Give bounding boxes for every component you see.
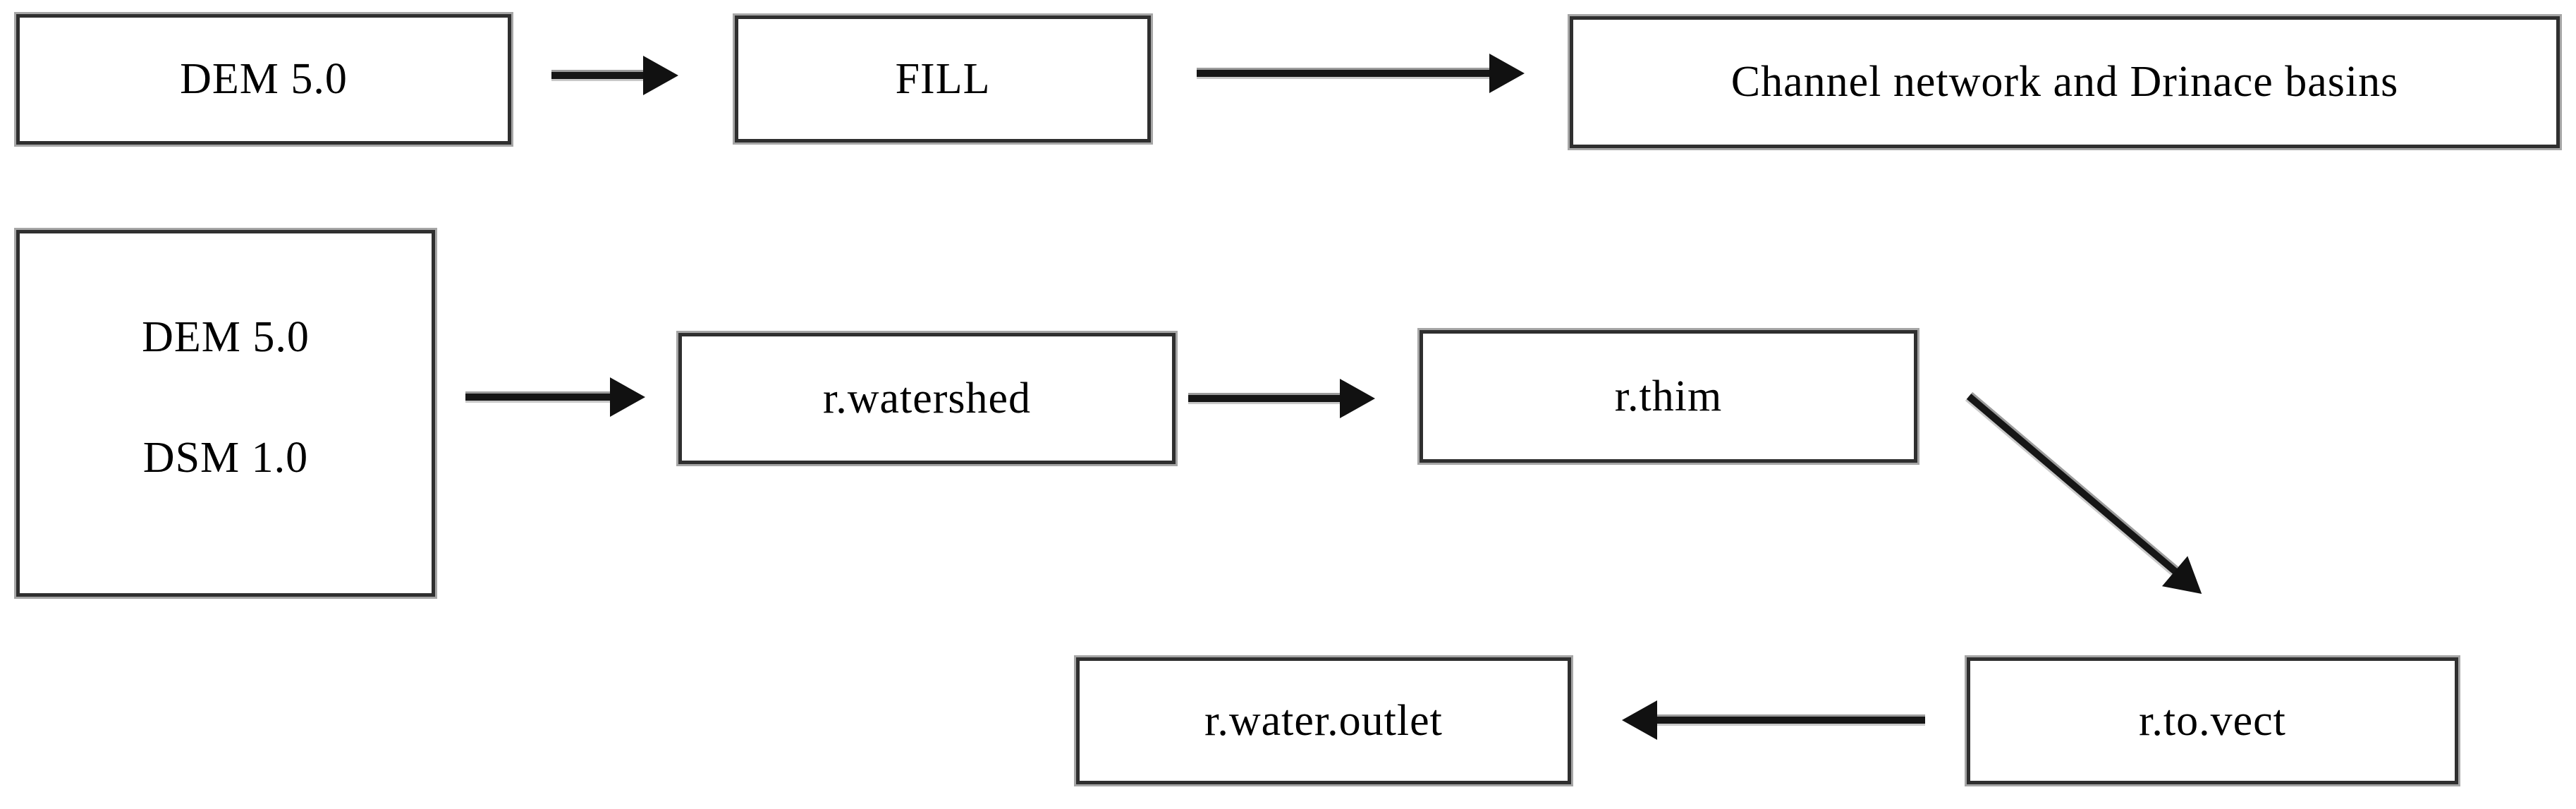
arrow-shaft	[465, 394, 614, 401]
node-rwateroutlet: r.water.outlet	[1076, 657, 1571, 784]
node-dem-dsm-line2: DSM 1.0	[142, 434, 309, 482]
node-dem-dsm-line1: DEM 5.0	[142, 313, 310, 361]
arrowhead-right-icon	[1340, 379, 1375, 418]
node-fill-label: FILL	[895, 54, 991, 103]
node-fill: FILL	[735, 16, 1151, 142]
node-rthim: r.thim	[1420, 330, 1917, 463]
node-rwateroutlet-label: r.water.outlet	[1204, 696, 1443, 745]
node-rtovect: r.to.vect	[1967, 657, 2458, 784]
node-rwatershed: r.watershed	[678, 333, 1176, 464]
node-rthim-label: r.thim	[1614, 372, 1723, 420]
node-channel-network: Channel network and Drinace basins	[1570, 16, 2560, 148]
node-dem50: DEM 5.0	[16, 14, 511, 145]
node-channel-label: Channel network and Drinace basins	[1730, 58, 2399, 106]
node-dem50-label: DEM 5.0	[180, 55, 348, 103]
arrow-shaft	[1653, 717, 1925, 724]
arrowhead-right-icon	[1489, 54, 1525, 93]
node-dem-dsm: DEM 5.0 DSM 1.0	[16, 230, 435, 597]
arrow-shaft	[551, 72, 647, 79]
arrowhead-right-icon	[643, 56, 678, 95]
node-rtovect-label: r.to.vect	[2139, 696, 2286, 745]
arrowhead-left-icon	[1622, 700, 1657, 740]
arrow-shaft	[1197, 70, 1494, 77]
arrow-shaft	[1966, 394, 2180, 577]
arrow-rthim-to-rtovect-diagonal	[1966, 394, 2215, 609]
arrow-shaft	[1188, 395, 1344, 402]
arrowhead-right-icon	[610, 377, 645, 417]
node-rwatershed-label: r.watershed	[822, 374, 1032, 422]
